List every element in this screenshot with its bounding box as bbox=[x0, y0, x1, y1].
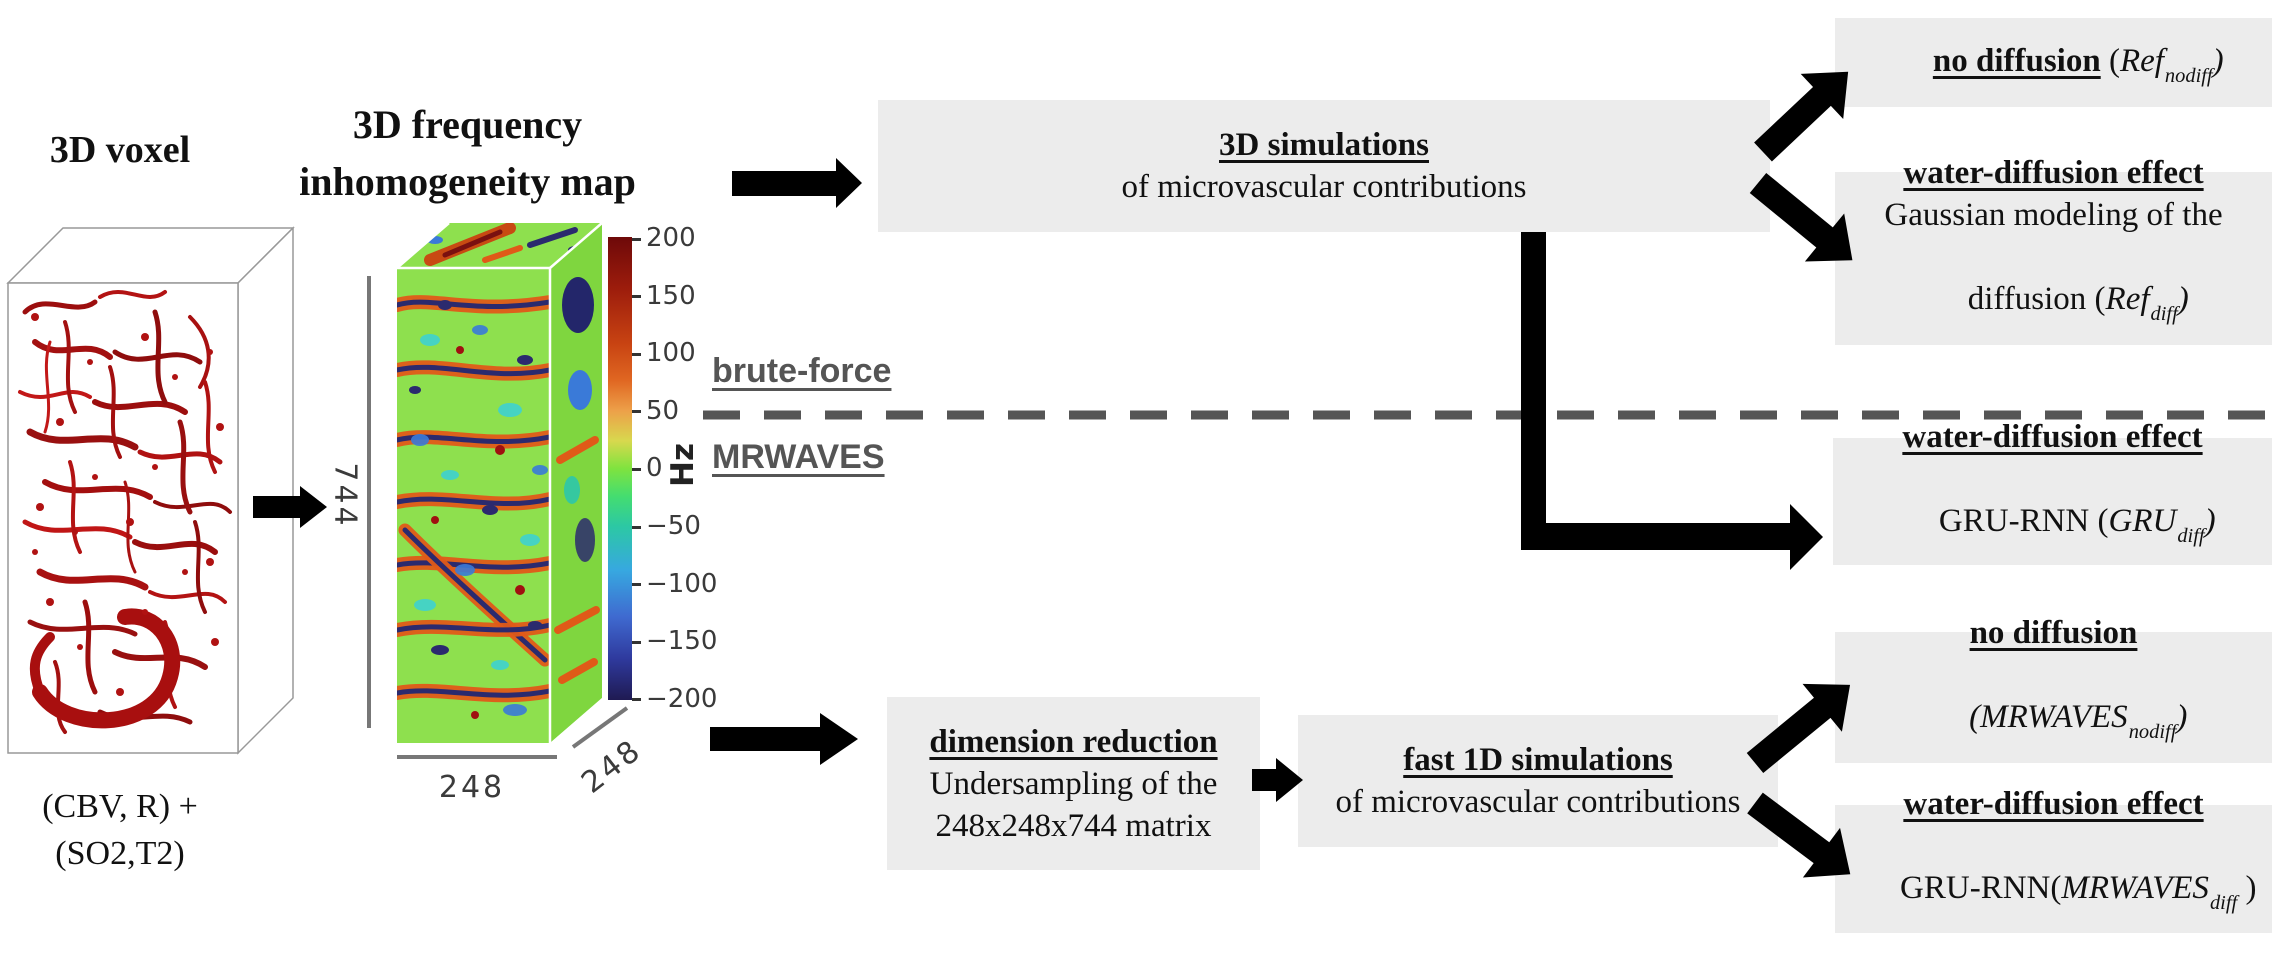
box-fast-1d-simulations-body: of microvascular contributions bbox=[1335, 784, 1741, 820]
box-water-diffusion-mrwaves-title: water-diffusion effect bbox=[1903, 786, 2204, 822]
voxel-side-face bbox=[237, 226, 294, 755]
box-water-diffusion-gru-title: water-diffusion effect bbox=[1902, 418, 2203, 455]
colorbar-tick-label: 100 bbox=[646, 338, 696, 369]
colorbar-tick-label: −200 bbox=[646, 683, 718, 714]
mrwaves-label: MRWAVES bbox=[712, 438, 885, 476]
vessel-network bbox=[18, 290, 232, 734]
colorbar-tick bbox=[632, 640, 641, 644]
colorbar-tick bbox=[632, 583, 641, 587]
box-fast-1d-simulations-title: fast 1D simulations bbox=[1403, 742, 1673, 778]
voxel-caption: (CBV, R) + (SO2,T2) bbox=[0, 783, 240, 877]
colorbar bbox=[608, 237, 632, 700]
colorbar-tick-label: 50 bbox=[646, 395, 680, 426]
voxel-front-face bbox=[7, 282, 239, 754]
voxel-title: 3D voxel bbox=[49, 129, 191, 171]
box-dimension-reduction-body2: 248x248x744 matrix bbox=[935, 807, 1212, 844]
colorbar-tick-label: −50 bbox=[646, 511, 701, 541]
colorbar-tick bbox=[632, 237, 641, 241]
box-water-diffusion-mrwaves: water-diffusion effect GRU-RNN(MRWAVESdi… bbox=[1835, 786, 2272, 933]
colorbar-tick-label: −150 bbox=[646, 626, 718, 657]
map-title-line2: inhomogeneity map bbox=[299, 159, 636, 204]
map-title: 3D frequency inhomogeneity map bbox=[245, 96, 690, 210]
box-water-diffusion-gru: water-diffusion effect GRU-RNN (GRUdiff) bbox=[1833, 419, 2272, 565]
brute-force-label: brute-force bbox=[712, 352, 892, 390]
box-3d-simulations: 3D simulations of microvascular contribu… bbox=[878, 100, 1770, 232]
colorbar-tick-label: 0 bbox=[646, 453, 663, 484]
colorbar-tick bbox=[632, 410, 641, 414]
voxel-caption-line1: (CBV, R) + bbox=[42, 788, 198, 825]
map-side-face bbox=[550, 223, 602, 743]
colorbar-tick bbox=[632, 467, 641, 471]
voxel-render-image bbox=[6, 226, 295, 755]
box-no-diffusion-ref-title: no diffusion bbox=[1932, 42, 2101, 79]
colorbar-tick bbox=[632, 698, 641, 702]
colorbar-unit-label: Hz bbox=[665, 443, 701, 487]
box-no-diffusion-mrwaves-title: no diffusion bbox=[1969, 614, 2138, 651]
colorbar-tick bbox=[632, 295, 641, 299]
frequency-map-render-image bbox=[396, 222, 603, 743]
colorbar-tick-label: 150 bbox=[646, 280, 696, 311]
box-dimension-reduction: dimension reduction Undersampling of the… bbox=[887, 697, 1260, 870]
arrow-map-to-3d-simulations bbox=[732, 158, 862, 208]
voxel-caption-line2: (SO2,T2) bbox=[55, 835, 185, 872]
colorbar-tick bbox=[632, 525, 641, 529]
map-front-face bbox=[397, 268, 550, 743]
connector-3d-simulations-to-gru bbox=[1521, 232, 1823, 570]
arrow-map-to-dimension-reduction bbox=[710, 713, 858, 765]
dim-width-label: 248 bbox=[438, 770, 506, 805]
map-face-edges bbox=[396, 222, 603, 743]
vessel-dots bbox=[31, 313, 224, 696]
map-title-line1: 3D frequency bbox=[352, 102, 583, 147]
box-fast-1d-simulations: fast 1D simulations of microvascular con… bbox=[1298, 715, 1778, 847]
colorbar-tick bbox=[632, 352, 641, 356]
colorbar-tick-label: 200 bbox=[646, 223, 696, 253]
map-top-face bbox=[397, 223, 602, 268]
box-3d-simulations-title: 3D simulations bbox=[1219, 127, 1429, 163]
box-water-diffusion-ref-body: Gaussian modeling of the bbox=[1884, 196, 2223, 233]
box-3d-simulations-body: of microvascular contributions bbox=[1121, 169, 1527, 205]
dim-height-label: 744 bbox=[327, 462, 363, 529]
box-water-diffusion-ref-title: water-diffusion effect bbox=[1903, 154, 2204, 191]
box-no-diffusion-mrwaves: no diffusion (MRWAVESnodiff) bbox=[1835, 615, 2272, 763]
box-dimension-reduction-body1: Undersampling of the bbox=[929, 765, 1218, 802]
box-no-diffusion-ref: no diffusion (Refnodiff) bbox=[1835, 18, 2272, 107]
box-dimension-reduction-title: dimension reduction bbox=[929, 723, 1218, 760]
colorbar-tick-label: −100 bbox=[646, 568, 718, 599]
box-water-diffusion-ref: water-diffusion effect Gaussian modeling… bbox=[1835, 155, 2272, 345]
